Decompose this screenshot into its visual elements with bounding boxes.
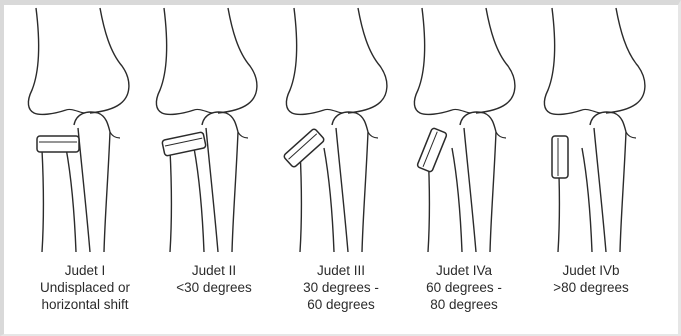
label-line2: 60 degrees: [276, 296, 406, 313]
radial-head-fragment: [283, 128, 325, 168]
label-line1: <30 degrees: [149, 279, 279, 296]
label-line1: 30 degrees -: [276, 279, 406, 296]
label-line1: >80 degrees: [526, 279, 656, 296]
label-title: Judet II: [149, 262, 279, 279]
panel-judet-1: [28, 8, 129, 252]
label-title: Judet IVb: [526, 262, 656, 279]
panel-judet-4a: [414, 8, 515, 252]
label-line1: 60 degrees -: [399, 279, 529, 296]
radial-head-fragment: [37, 136, 79, 152]
radial-head-fragment: [552, 136, 568, 178]
label-judet-4a: Judet IVa 60 degrees - 80 degrees: [399, 262, 529, 313]
label-judet-4b: Judet IVb >80 degrees: [526, 262, 656, 296]
label-judet-2: Judet II <30 degrees: [149, 262, 279, 296]
label-line2: 80 degrees: [399, 296, 529, 313]
label-title: Judet III: [276, 262, 406, 279]
label-title: Judet I: [20, 262, 150, 279]
panel-judet-4b: [544, 8, 645, 252]
panel-judet-3: [283, 8, 387, 252]
panel-judet-2: [156, 8, 257, 252]
label-line2: horizontal shift: [20, 296, 150, 313]
label-title: Judet IVa: [399, 262, 529, 279]
label-judet-3: Judet III 30 degrees - 60 degrees: [276, 262, 406, 313]
label-judet-1: Judet I Undisplaced or horizontal shift: [20, 262, 150, 313]
label-line1: Undisplaced or: [20, 279, 150, 296]
radial-head-fragment: [417, 128, 448, 173]
radial-head-fragment: [162, 132, 206, 156]
